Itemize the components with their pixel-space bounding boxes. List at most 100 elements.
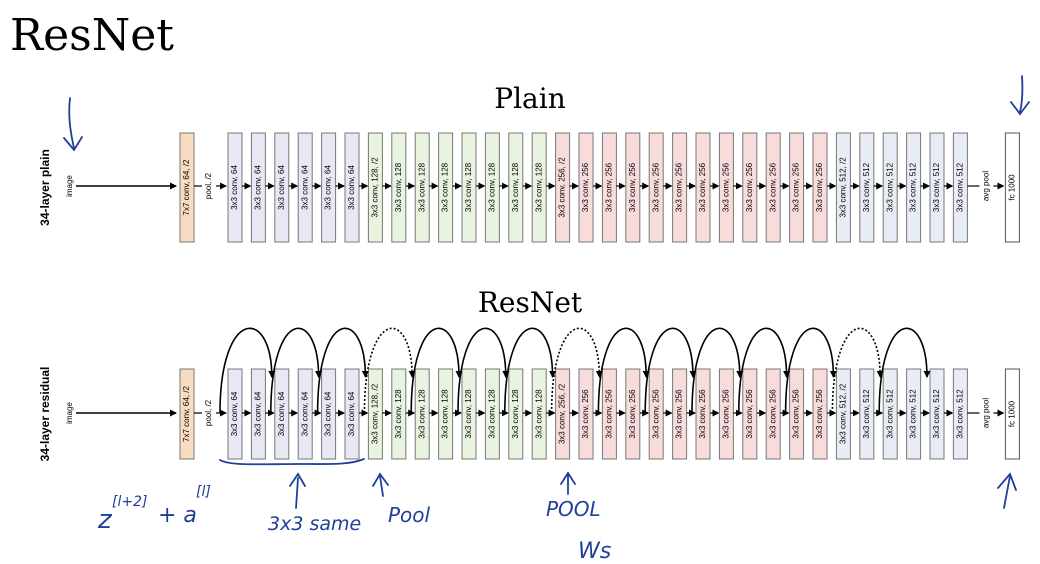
layer-label: 3x3 conv, 256 [628, 389, 637, 439]
fc-label: fc 1000 [1008, 400, 1017, 427]
fc-label: fc 1000 [1008, 174, 1017, 201]
layer-label: 3x3 conv, 256 [722, 389, 731, 439]
layer-box [812, 368, 828, 460]
layer-label: 3x3 conv, 64 [324, 165, 333, 210]
input-label: image [65, 402, 74, 424]
layer-box [250, 132, 266, 243]
layer-box [695, 368, 711, 460]
skip-connection [738, 327, 791, 414]
layer-box [601, 368, 617, 460]
layer-box [250, 368, 266, 460]
layer-label: 3x3 conv, 512 [932, 162, 941, 212]
skip-connection [363, 327, 416, 414]
layer-box [414, 132, 430, 243]
side-label: 34-layer residual [38, 367, 52, 462]
layer-box [859, 368, 875, 460]
layer-box [882, 132, 898, 243]
layer-box [906, 132, 922, 243]
layer-label: 3x3 conv, 512, /2 [839, 157, 848, 218]
layer-label: 3x3 conv, 64 [254, 165, 263, 210]
slide-title: ResNet [10, 10, 174, 61]
layer-box [578, 132, 594, 243]
layer-box [695, 132, 711, 243]
layer-box [531, 368, 547, 460]
layer-box [742, 368, 758, 460]
layer-box [601, 132, 617, 243]
handwritten-annotations: z [l+2] + a [l] 3x3 same Pool POOL Ws [63, 75, 1030, 564]
layer-box [765, 368, 781, 460]
diagram-title: ResNet [478, 286, 583, 319]
layer-box-conv7 [179, 132, 195, 243]
layer-label: 3x3 conv, 128, /2 [371, 157, 380, 218]
layer-box [648, 368, 664, 460]
layer-label: 3x3 conv, 256 [815, 389, 824, 439]
skip-connection [316, 327, 369, 414]
layer-label: 3x3 conv, 128 [534, 162, 543, 212]
residual-network-diagram: ResNet 34-layer residual image 7x7 conv, 64… [38, 286, 1020, 462]
layer-box [438, 368, 454, 460]
layer-label: 3x3 conv, 64 [230, 165, 239, 210]
layer-box [555, 132, 571, 243]
layer-label: 3x3 conv, 256 [651, 389, 660, 439]
layer-box [274, 368, 290, 460]
layer-label: 3x3 conv, 256 [675, 389, 684, 439]
up-arrow-pool2-icon [560, 471, 576, 495]
layer-label: 3x3 conv, 128 [511, 162, 520, 212]
layer-label: 3x3 conv, 64 [300, 391, 309, 436]
equation-z-superscript: [l+2] [112, 494, 147, 510]
pool-note-1: Pool [388, 503, 431, 527]
input-label: image [65, 175, 74, 197]
layer-label: 3x3 conv, 64 [277, 165, 286, 210]
layer-label: 3x3 conv, 512 [932, 389, 941, 439]
layer-label: 3x3 conv, 64 [347, 391, 356, 436]
layer-box [414, 368, 430, 460]
layer-box [929, 132, 945, 243]
layer-box [321, 132, 337, 243]
layer-label: 3x3 conv, 256, /2 [558, 383, 567, 444]
avg-pool-label: avg pool [982, 171, 991, 201]
layer-label: 3x3 conv, 256 [698, 389, 707, 439]
down-arrow-right-icon [1010, 75, 1030, 116]
skip-connection [878, 327, 931, 414]
layer-label: 3x3 conv, 128 [488, 389, 497, 439]
layer-label: 3x3 conv, 512, /2 [839, 383, 848, 444]
layer-box [274, 132, 290, 243]
layer-box [625, 132, 641, 243]
layer-box [648, 132, 664, 243]
layer-box [952, 368, 968, 460]
skip-connection [644, 327, 697, 414]
layer-label: 3x3 conv, 512 [956, 162, 965, 212]
layer-box [297, 368, 313, 460]
skip-connection [457, 327, 510, 414]
layer-label: 7x7 conv, 64, /2 [182, 386, 191, 442]
layer-label: 3x3 conv, 256 [792, 162, 801, 212]
layer-box [438, 132, 454, 243]
layer-box-conv7 [179, 368, 195, 460]
layer-box [508, 368, 524, 460]
layer-box [952, 132, 968, 243]
up-arrow-fc-icon [997, 472, 1017, 509]
layer-label: 3x3 conv, 256 [815, 162, 824, 212]
skip-connection [691, 327, 744, 414]
pool-note-2: POOL [546, 497, 601, 521]
layer-box [929, 368, 945, 460]
layer-label: 3x3 conv, 256 [768, 389, 777, 439]
layer-label: 3x3 conv, 512 [885, 389, 894, 439]
layer-label: 3x3 conv, 64 [230, 391, 239, 436]
layer-label: 3x3 conv, 64 [254, 391, 263, 436]
layer-box [367, 132, 383, 243]
up-arrow-same-icon [289, 472, 306, 509]
layer-label: 3x3 conv, 256 [792, 389, 801, 439]
layer-box [461, 368, 477, 460]
up-arrow-pool1-icon [372, 472, 389, 497]
skip-connection [410, 327, 463, 414]
layer-label: 3x3 conv, 512 [885, 162, 894, 212]
fc-box [1004, 368, 1020, 460]
layer-label: 3x3 conv, 256 [605, 162, 614, 212]
same-conv-note: 3x3 same [268, 513, 361, 535]
layer-label: 3x3 conv, 64 [347, 165, 356, 210]
fc-box [1004, 132, 1020, 243]
layer-label: 3x3 conv, 128 [441, 389, 450, 439]
layer-box [578, 368, 594, 460]
